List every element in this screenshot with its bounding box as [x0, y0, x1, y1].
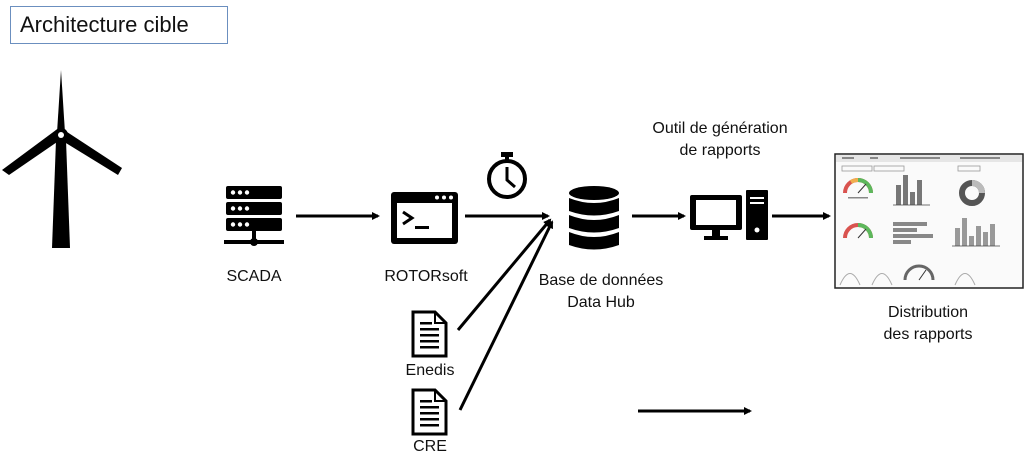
cre-document-icon — [411, 388, 448, 436]
cre-label: CRE — [413, 438, 447, 455]
arrow-enedis-to-database — [456, 218, 552, 331]
desktop-computer-icon — [690, 190, 768, 240]
database-label-line1: Base de données — [538, 272, 664, 289]
terminal-window-icon — [391, 192, 458, 244]
report-tool-label-line2: de rapports — [679, 142, 761, 159]
wind-turbine-icon — [2, 70, 122, 248]
report-tool-label: Outil de génération de rapports — [630, 118, 810, 162]
dashboard-screenshot — [834, 153, 1024, 289]
database-icon — [569, 186, 619, 250]
stopwatch-icon — [487, 152, 527, 199]
distribution-label-line2: des rapports — [883, 326, 973, 343]
diagram-title: Architecture cible — [10, 6, 228, 44]
enedis-document-icon — [411, 310, 448, 358]
distribution-label-line1: Distribution — [887, 304, 969, 321]
rotorsoft-label: ROTORsoft — [384, 268, 468, 285]
server-icon — [224, 186, 284, 246]
distribution-label: Distribution des rapports — [858, 302, 998, 346]
enedis-label: Enedis — [405, 362, 455, 379]
arrow-cre-to-database — [458, 220, 554, 411]
database-label-line2: Data Hub — [567, 294, 635, 311]
report-tool-label-line1: Outil de génération — [652, 120, 788, 137]
database-label: Base de données Data Hub — [524, 270, 678, 314]
scada-label: SCADA — [226, 268, 282, 285]
